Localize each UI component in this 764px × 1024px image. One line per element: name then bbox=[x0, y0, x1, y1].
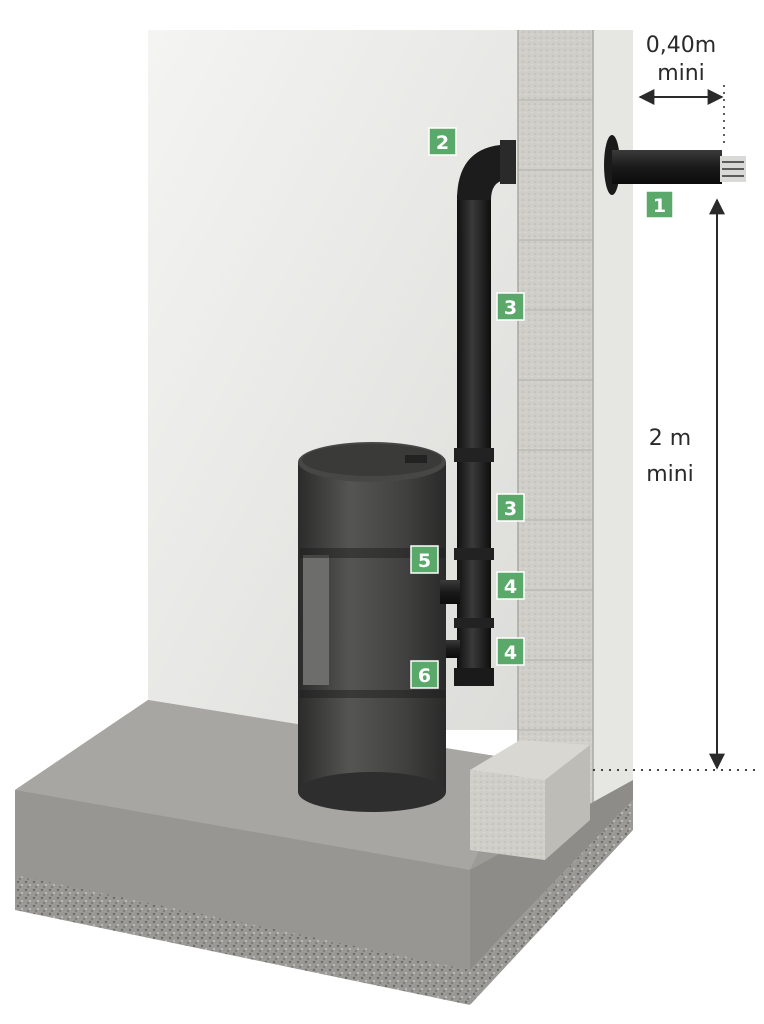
badge-3-upper: 3 bbox=[496, 292, 525, 321]
badge-6: 6 bbox=[410, 660, 439, 689]
flue-pipe-system bbox=[440, 140, 516, 686]
badge-6-label: 6 bbox=[418, 665, 431, 687]
badge-4-upper: 4 bbox=[496, 571, 525, 600]
stove-window bbox=[303, 555, 329, 685]
foundation-block bbox=[470, 740, 590, 860]
wall-distance-note: mini bbox=[657, 61, 705, 86]
dimension-wall-distance: 0,40m mini bbox=[638, 33, 725, 145]
dimension-height: 2 m mini bbox=[593, 198, 755, 771]
wall-distance-value: 0,40m bbox=[646, 33, 716, 58]
height-note: mini bbox=[646, 462, 694, 487]
badge-3-upper-label: 3 bbox=[504, 297, 517, 319]
pellet-stove bbox=[298, 442, 446, 812]
badge-4-lower: 4 bbox=[496, 637, 525, 666]
badge-4-lower-label: 4 bbox=[504, 642, 517, 664]
badge-5: 5 bbox=[410, 545, 439, 574]
badge-2: 2 bbox=[428, 127, 457, 156]
height-value: 2 m bbox=[649, 426, 691, 451]
badge-1-label: 1 bbox=[653, 195, 666, 217]
badge-4-upper-label: 4 bbox=[504, 576, 517, 598]
badge-5-label: 5 bbox=[418, 550, 431, 572]
badge-3-lower: 3 bbox=[496, 493, 525, 522]
badge-2-label: 2 bbox=[436, 132, 449, 154]
terminal-outlet bbox=[604, 135, 746, 195]
badge-3-lower-label: 3 bbox=[504, 498, 517, 520]
badge-1: 1 bbox=[645, 190, 674, 219]
